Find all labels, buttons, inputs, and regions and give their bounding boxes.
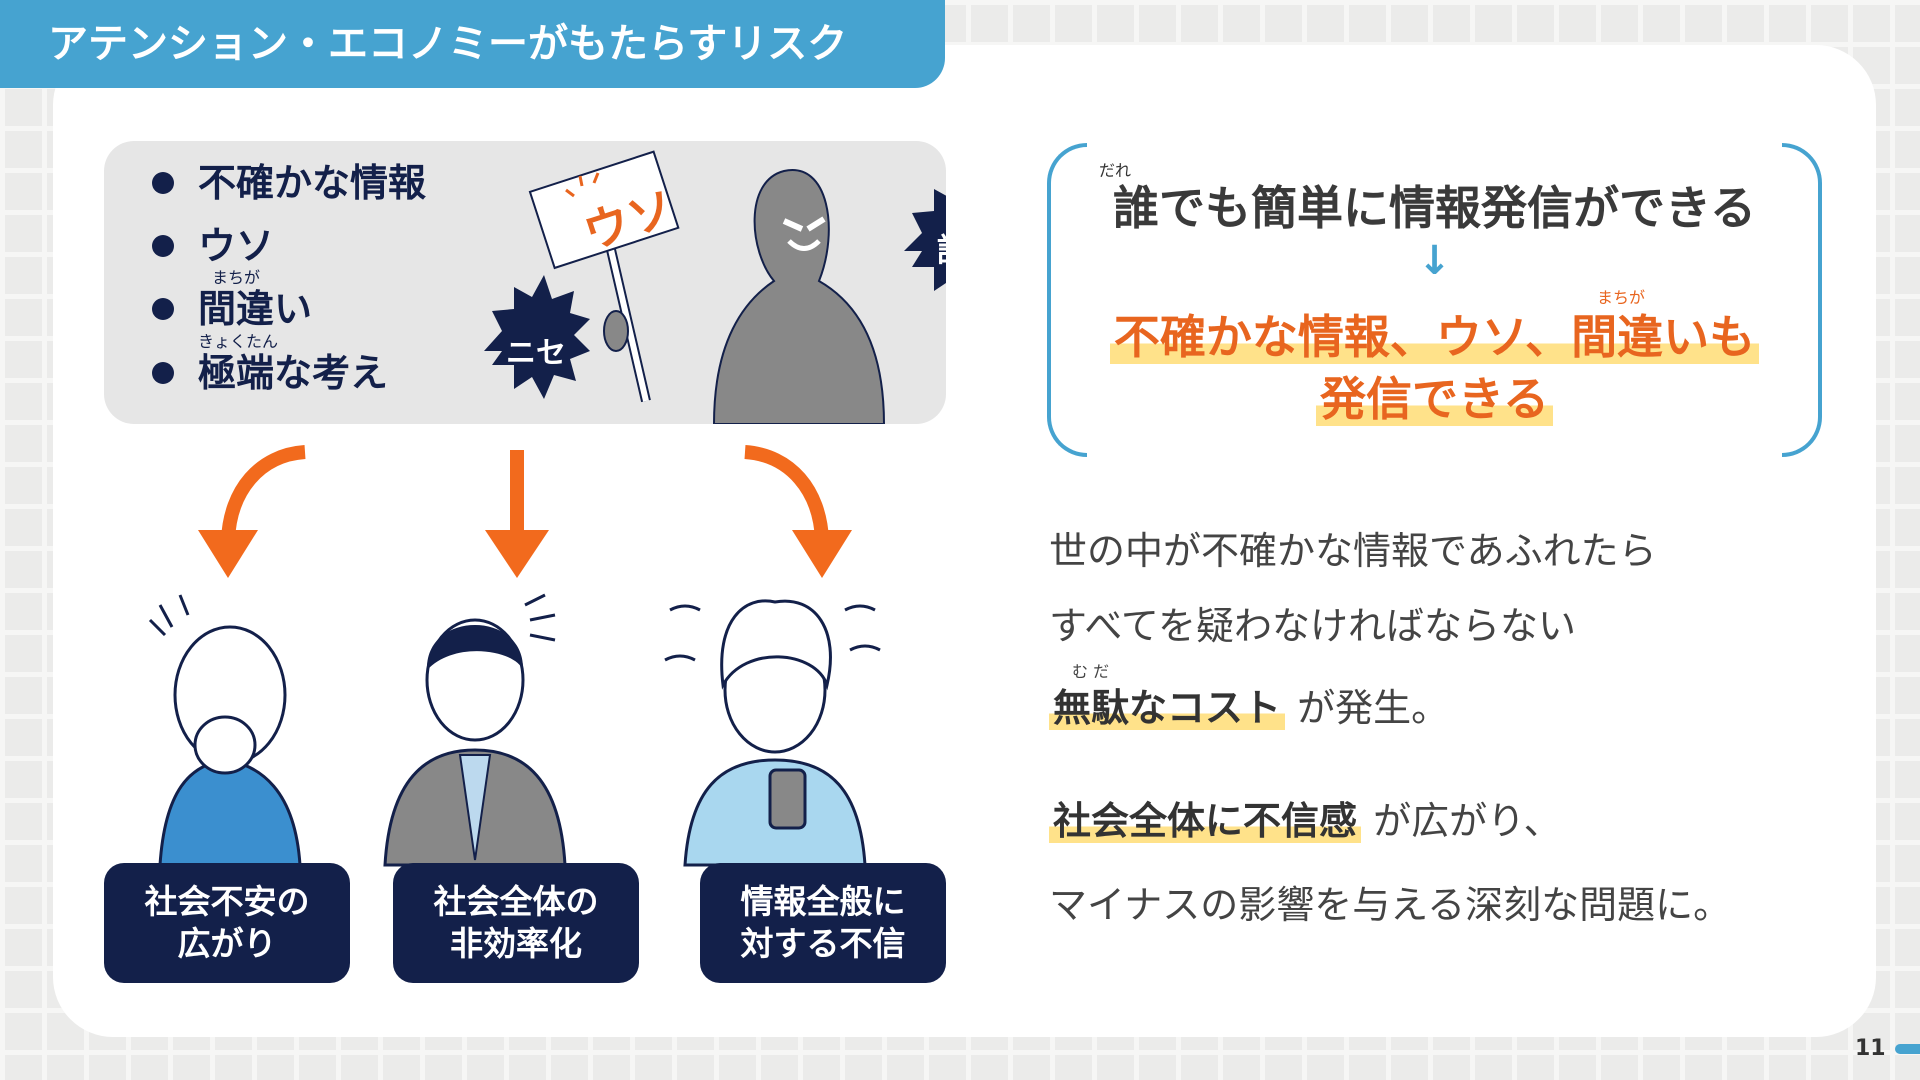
callout-line1: 誰でも簡単に情報発信ができる xyxy=(1112,181,1757,235)
arrow-down-right-icon xyxy=(744,445,829,541)
effect-line: 情報全般に xyxy=(740,882,906,921)
burst-text: 誤 xyxy=(937,231,946,269)
bullet-dot xyxy=(152,298,174,320)
callout-line3: 発信できる xyxy=(1047,372,1822,426)
effect-label: 情報全般に対する不信 xyxy=(700,863,946,983)
effect-label: 社会全体の非効率化 xyxy=(393,863,639,983)
bullet-text: 不確かな情報 xyxy=(198,161,427,205)
ruby: だれ xyxy=(1099,161,1132,180)
bullet-text: ウソ xyxy=(198,224,275,268)
bullet-item: 不確かな情報 xyxy=(152,163,426,203)
highlighted-text: 不確かな情報、ウソ、間違いも xyxy=(1109,310,1760,364)
page-indicator xyxy=(1895,1044,1920,1054)
bullet-dot xyxy=(152,235,174,257)
arrow-down-icon: ↓ xyxy=(1417,238,1452,284)
paragraph-line: 無駄なコスト が発生。 xyxy=(1049,685,1449,731)
bullet-item: 極端な考え xyxy=(152,353,388,393)
liar-illustration: ウソ 誤 ニセ xyxy=(484,150,946,424)
page-number: 11 xyxy=(1855,1036,1886,1061)
arrows xyxy=(198,445,852,578)
paragraph-line: すべてを疑わなければならない xyxy=(1049,604,1577,648)
effect-line: 広がり xyxy=(177,924,277,963)
effect-line: 社会不安の xyxy=(144,882,310,921)
effect-label: 社会不安の広がり xyxy=(104,863,350,983)
paragraph-line: マイナスの影響を与える深刻な問題に。 xyxy=(1049,883,1732,927)
effect-line: 社会全体の xyxy=(433,882,599,921)
emphasis-text: 無駄なコスト xyxy=(1049,686,1286,730)
bullet-text: 間違い xyxy=(198,287,313,331)
distrustful-boy-icon xyxy=(664,599,881,867)
stressed-man-icon xyxy=(383,593,567,867)
burst-text: ニセ xyxy=(506,336,566,371)
effect-line: 対する不信 xyxy=(740,924,906,963)
emphasis-text: 社会全体に不信感 xyxy=(1049,799,1362,843)
people-illustration xyxy=(148,593,881,867)
ruby: まちが xyxy=(1597,288,1646,307)
anxious-woman-icon xyxy=(148,594,302,867)
burst-icon xyxy=(484,275,590,399)
ruby: まちが xyxy=(212,268,261,287)
paragraph-line: 世の中が不確かな情報であふれたら xyxy=(1049,529,1657,573)
callout-box: だれ 誰でも簡単に情報発信ができる ↓ まちが 不確かな情報、ウソ、間違いも 発… xyxy=(1047,143,1822,457)
burst-icon xyxy=(904,189,946,291)
bullet-text: 極端な考え xyxy=(198,351,389,395)
bullet-dot xyxy=(152,362,174,384)
risk-box: 不確かな情報 ウソ まちが 間違い きょくたん 極端な考え ウソ 誤 ニセ xyxy=(104,141,946,424)
callout-line2: 不確かな情報、ウソ、間違いも xyxy=(1047,310,1822,364)
paragraph-line: 社会全体に不信感 が広がり、 xyxy=(1049,798,1562,844)
ruby: きょくたん xyxy=(198,332,279,351)
arrow-down-left-icon xyxy=(221,445,306,541)
slide-title: アテンション・エコノミーがもたらすリスク xyxy=(0,0,945,88)
text: が広がり、 xyxy=(1373,799,1562,843)
highlighted-text: 発信できる xyxy=(1315,372,1554,426)
bullet-item: 間違い xyxy=(152,289,312,329)
text: が発生。 xyxy=(1297,686,1450,730)
bullet-item: ウソ xyxy=(152,226,274,266)
ruby: む だ xyxy=(1072,662,1110,681)
effect-line: 非効率化 xyxy=(450,924,582,963)
bullet-dot xyxy=(152,172,174,194)
